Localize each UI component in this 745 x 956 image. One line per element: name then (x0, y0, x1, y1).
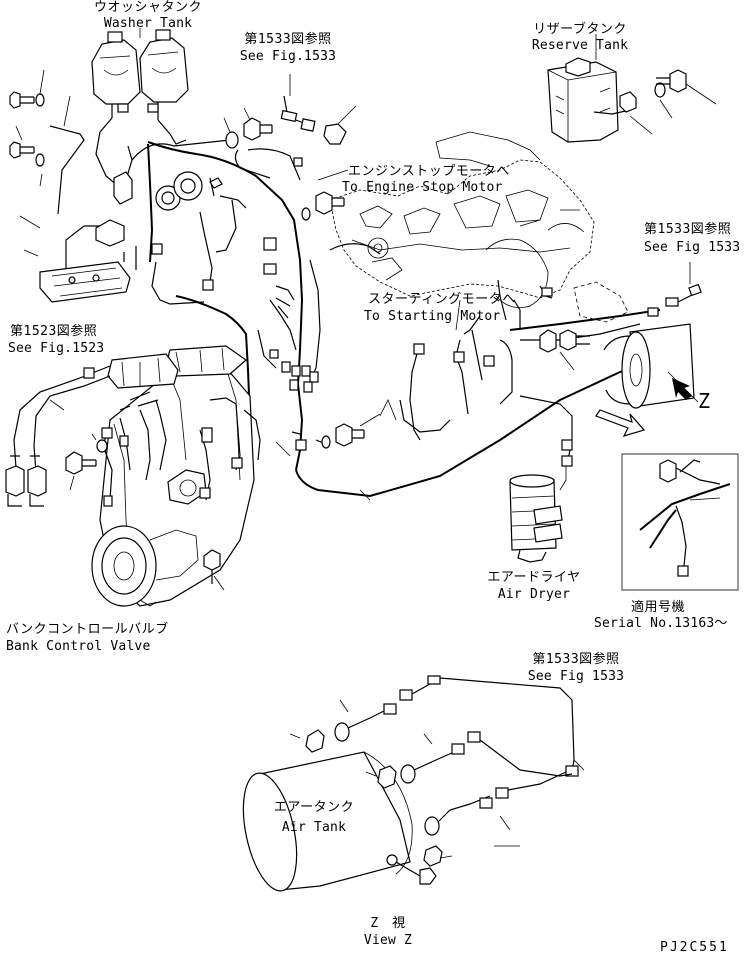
z-arrow (595, 371, 699, 437)
view-z-marker: Z (698, 389, 711, 413)
bracket-assembly (19, 215, 137, 303)
bank-control-valve (91, 345, 261, 607)
left-bolts (9, 69, 85, 215)
engine (329, 131, 629, 323)
air-tank (242, 751, 437, 892)
see-fig-1533-right-jp: 第1533図参照 (644, 222, 732, 237)
air-dryer-label: Air Dryer (497, 587, 571, 602)
washer-tank (91, 29, 189, 135)
connector-top (280, 95, 357, 145)
serial-label: Serial No.13163～ (594, 616, 728, 631)
washer-tank-label: Washer Tank (103, 16, 193, 31)
washer-tank-label-jp: ウオッシャタンク (93, 0, 203, 15)
pressure-switches (289, 675, 585, 867)
view-z-label: View Z (363, 933, 413, 948)
air-tank-label: Air Tank (281, 820, 347, 835)
bank-control-label: Bank Control Valve (6, 639, 151, 654)
reserve-tank-label-jp: リザーブタンク (533, 22, 627, 37)
air-dryer-label-jp: エアードライヤ (487, 570, 581, 585)
detail-box (621, 453, 739, 591)
see-fig-1533-lower: See Fig 1533 (527, 669, 625, 684)
serial-label-jp: 適用号機 (630, 600, 686, 615)
air-filter (603, 323, 695, 409)
drawing-code: PJ2C551 (660, 940, 729, 955)
air-dryer (509, 466, 567, 563)
center-bolts (275, 191, 381, 501)
see-fig-1533-top-jp: 第1533図参照 (244, 32, 332, 47)
see-fig-1533-top: See Fig.1533 (239, 49, 337, 64)
view-z-label-jp: Z 視 (370, 916, 406, 931)
reserve-tank (547, 34, 717, 143)
starting-motor-label-jp: スターティングモータへ (368, 292, 516, 307)
see-fig-1533-lower-jp: 第1533図参照 (532, 652, 620, 667)
starting-motor-lines (379, 279, 553, 441)
main-harness (147, 141, 661, 498)
engine-stop-label: To Engine Stop Motor (342, 180, 503, 195)
see-fig-1523-jp: 第1523図参照 (10, 324, 98, 339)
see-fig-1533-right: See Fig 1533 (644, 240, 741, 255)
upper-bolt (223, 107, 273, 149)
bank-control-label-jp: バンクコントロールバルブ (6, 622, 169, 637)
air-tank-label-jp: エアータンク (273, 800, 355, 815)
engine-stop-label-jp: エンジンストップモータへ (348, 164, 510, 179)
starting-motor-label: To Starting Motor (364, 309, 501, 324)
right-harness (509, 262, 702, 467)
left-switches (5, 365, 111, 507)
reserve-tank-label: Reserve Tank (531, 38, 629, 53)
see-fig-1523: See Fig.1523 (8, 341, 105, 356)
